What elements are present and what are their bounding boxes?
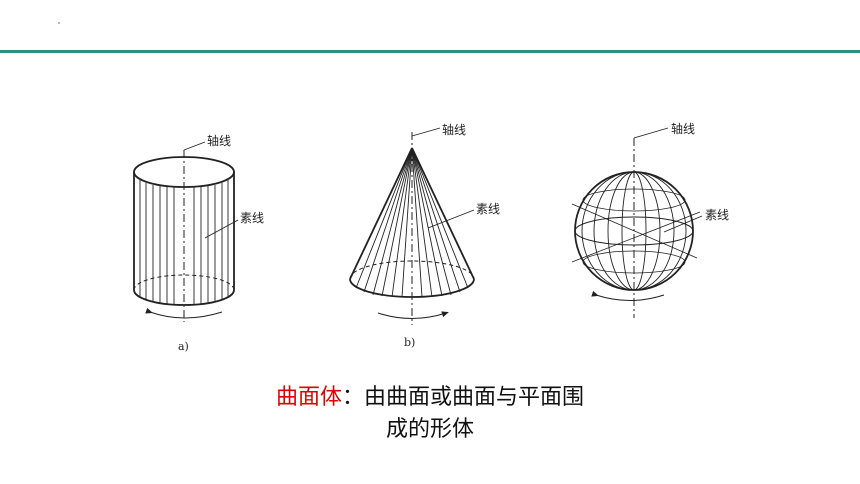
caption-definition-1: ：由曲面或曲面与平面围 xyxy=(342,385,585,410)
cylinder-figure xyxy=(133,141,239,322)
sphere-axis-label: 轴线 xyxy=(671,121,695,136)
cone-generatrices xyxy=(355,147,469,298)
cylinder-generatrices xyxy=(139,180,229,305)
sphere-generatrix-label: 素线 xyxy=(705,208,729,222)
corner-dot xyxy=(58,22,60,24)
caption-line-2: 成的形体 xyxy=(0,415,860,445)
caption-line-1: 曲面体：由曲面或曲面与平面围 xyxy=(0,383,860,413)
cone-axis-label: 轴线 xyxy=(442,122,466,137)
cylinder-axis-label: 轴线 xyxy=(207,133,231,148)
cylinder-sublabel: a) xyxy=(178,340,189,353)
cone-generatrix-label: 素线 xyxy=(476,202,500,216)
sphere-meridians xyxy=(581,171,687,291)
caption-definition-2: 成的形体 xyxy=(385,417,474,442)
caption-term: 曲面体 xyxy=(275,385,342,410)
header-rule xyxy=(0,50,860,53)
cylinder-generatrix-label: 素线 xyxy=(240,211,264,225)
cone-figure xyxy=(349,127,475,325)
cone-sublabel: b) xyxy=(404,336,415,349)
sphere-figure xyxy=(571,127,703,318)
